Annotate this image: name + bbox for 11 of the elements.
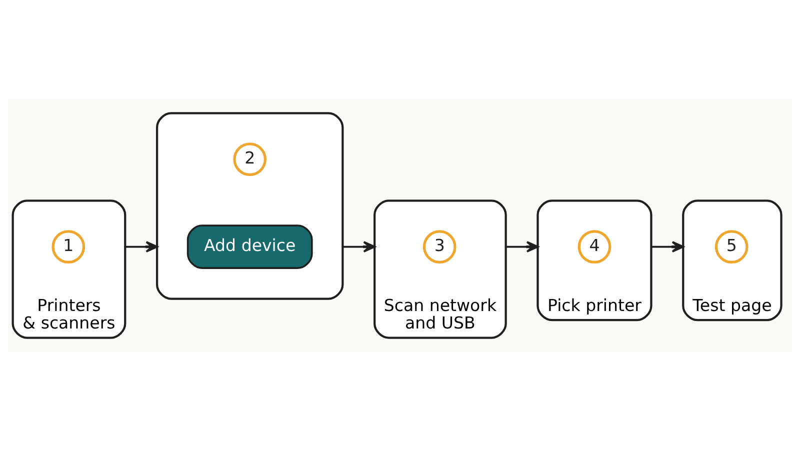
arrow bbox=[125, 240, 158, 252]
arrow bbox=[342, 240, 376, 252]
cluster bbox=[156, 112, 344, 300]
node-circle: 2 bbox=[233, 142, 267, 176]
arrow bbox=[506, 240, 539, 252]
node-circle: 1 bbox=[52, 230, 86, 263]
node-box: Add device bbox=[186, 224, 313, 268]
node-circle: 4 bbox=[578, 230, 612, 263]
node-circle: 3 bbox=[422, 230, 456, 263]
arrow bbox=[651, 240, 684, 252]
node-circle: 5 bbox=[714, 230, 748, 263]
